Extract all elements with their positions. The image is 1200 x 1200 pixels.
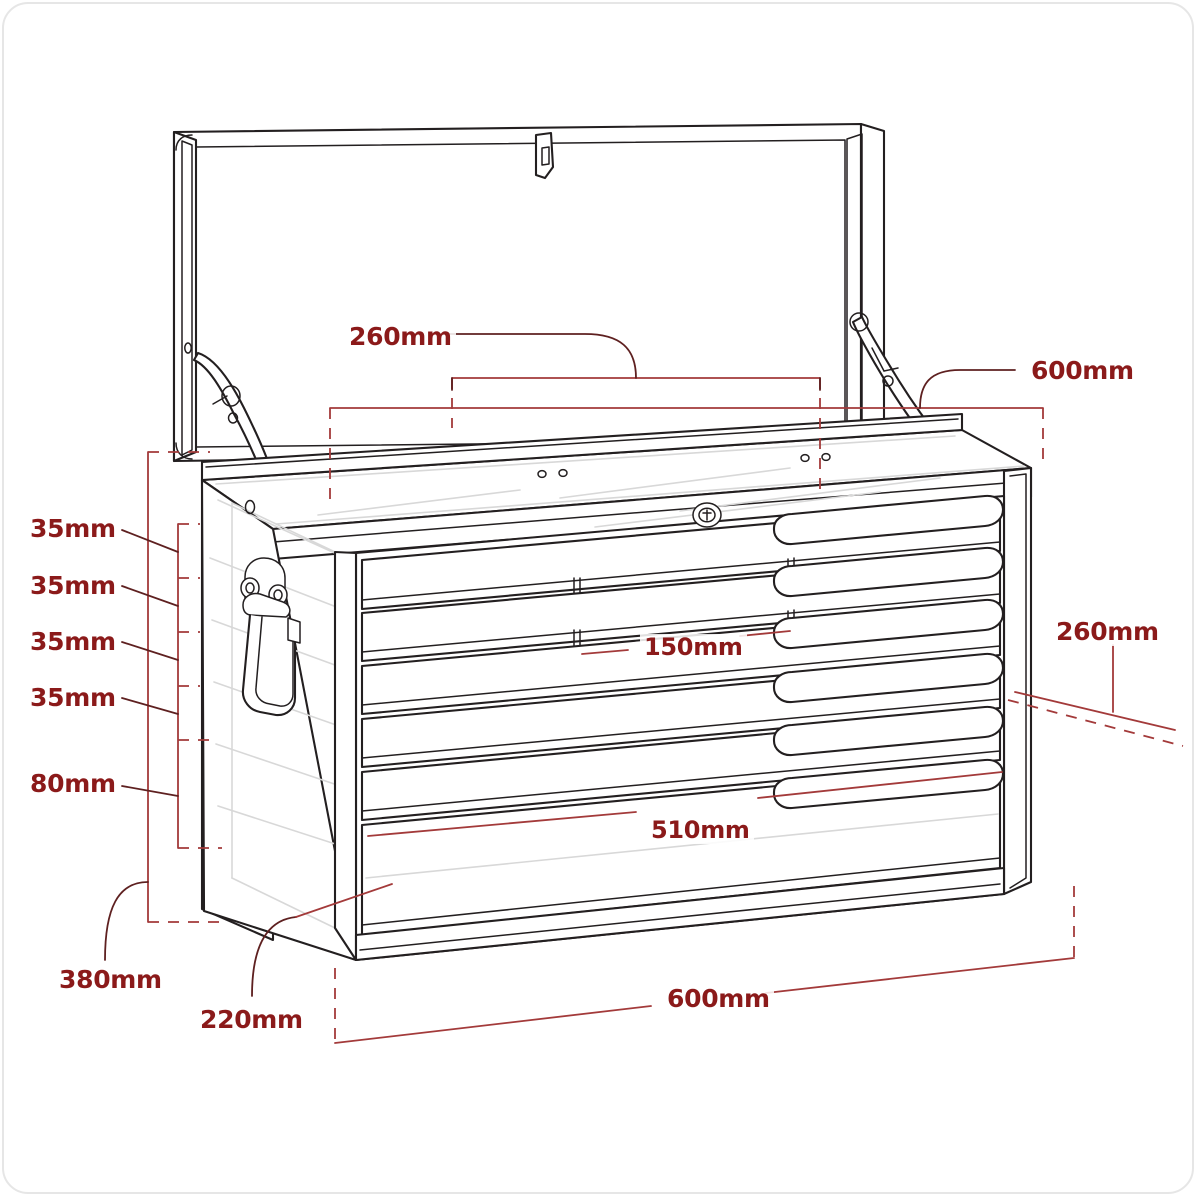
dim-label-overall-depth-top: 600mm [1027, 357, 1138, 386]
dim-drawer-width-sm [581, 630, 791, 655]
side-carry-handle [240, 557, 301, 717]
dim-label-overall-width: 600mm [663, 985, 774, 1014]
dim-label-drawer-h-3: 35mm [26, 628, 120, 657]
dim-label-drawer-h-5: 80mm [26, 770, 120, 799]
dim-label-lid-depth: 260mm [345, 323, 456, 352]
dim-overall-depth-top [329, 369, 1044, 500]
dim-side-depth [1007, 644, 1184, 747]
dim-body-height [104, 881, 149, 961]
dim-label-drawer-width-sm: 150mm [640, 634, 747, 662]
chest-lid [172, 122, 886, 463]
dim-drawer-width-lg [367, 771, 1003, 837]
chest-body [200, 412, 1033, 962]
dim-overall-width [334, 886, 1075, 1047]
drawer-row-4 [360, 652, 1005, 769]
dim-label-drawer-h-1: 35mm [26, 515, 120, 544]
dim-drawer-heights [121, 451, 222, 923]
drawer-row-1 [360, 494, 1005, 629]
dim-label-drawer-h-2: 35mm [26, 572, 120, 601]
dim-label-body-height: 380mm [55, 966, 166, 995]
dim-lid-depth [447, 333, 821, 490]
dim-base-depth [251, 883, 393, 997]
dim-label-drawer-h-4: 35mm [26, 684, 120, 713]
dim-label-drawer-width-lg: 510mm [647, 817, 754, 845]
drawer-row-2 [360, 546, 1005, 681]
dim-label-base-depth: 220mm [196, 1006, 307, 1035]
drawer-row-5 [360, 705, 1005, 822]
dim-label-side-depth: 260mm [1052, 618, 1163, 647]
chest-lock [692, 502, 722, 528]
